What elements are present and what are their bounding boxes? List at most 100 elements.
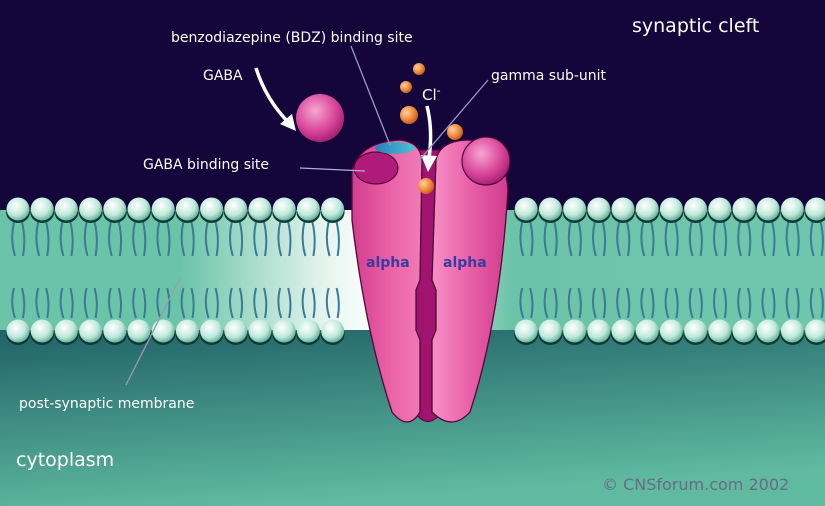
lipid-head (514, 197, 538, 221)
lipid-tail (253, 221, 268, 257)
cytoplasm-label: cytoplasm (16, 449, 114, 471)
lipid-head (563, 319, 587, 343)
lipid-head (175, 197, 199, 221)
lipid-tail (156, 221, 171, 257)
gaba-site-leader-line (299, 167, 366, 172)
lipid-head (103, 197, 127, 221)
lipid-tail (325, 221, 340, 257)
lipid-tail (59, 287, 74, 319)
lipid-head (732, 197, 756, 221)
chloride-ion (400, 81, 412, 93)
lipid-tail (640, 287, 655, 319)
lipid-tail (809, 287, 824, 319)
gaba-a-receptor: alpha alpha (351, 136, 511, 423)
lipid-head (635, 319, 659, 343)
lipid-tail (204, 287, 219, 319)
lipid-head (30, 319, 54, 343)
lipid-tail (543, 287, 558, 319)
chloride-ion (400, 106, 418, 124)
lipid-head (587, 319, 611, 343)
lipid-head (756, 319, 780, 343)
chloride-arrowhead-icon (421, 155, 437, 172)
lipid-head (30, 197, 54, 221)
chloride-ions (400, 63, 463, 194)
lipid-tail (229, 221, 244, 257)
lipid-head (684, 319, 708, 343)
membrane-leader-line (125, 277, 181, 386)
lipid-tail (35, 287, 50, 319)
lipid-head (514, 319, 538, 343)
lipid-head (6, 197, 30, 221)
lipid-head (805, 197, 825, 221)
lipid-tail (253, 287, 268, 319)
lipid-head (780, 197, 804, 221)
lipid-head (127, 319, 151, 343)
lipid-head (780, 319, 804, 343)
chloride-arrow-icon (425, 105, 433, 159)
gamma-subunit-label: gamma sub-unit (491, 68, 607, 84)
gaba-binding-site (353, 151, 399, 185)
lipid-tail (761, 221, 776, 257)
lipid-tail (737, 221, 752, 257)
lipid-head (684, 197, 708, 221)
lipid-head (79, 197, 103, 221)
copyright-label: © CNSforum.com 2002 (602, 475, 789, 494)
lipid-tail (108, 287, 123, 319)
lipid-tail (11, 287, 26, 319)
lipid-tail (688, 221, 703, 257)
lipid-head (659, 197, 683, 221)
lipid-head (54, 197, 78, 221)
lipid-tail (83, 221, 98, 257)
lipid-tail (809, 221, 824, 257)
lipid-tail (761, 287, 776, 319)
lipid-tail (59, 221, 74, 257)
lipid-head (538, 319, 562, 343)
chloride-ion (413, 63, 425, 75)
bdz-site-label: benzodiazepine (BDZ) binding site (171, 30, 413, 46)
gaba-arrowhead-icon (280, 114, 296, 131)
lipid-head (224, 319, 248, 343)
alpha-subunit-right (431, 139, 509, 423)
lipid-tail (83, 287, 98, 319)
lipid-tail (325, 287, 340, 319)
lipid-tail (108, 221, 123, 257)
lipid-tail (567, 287, 582, 319)
lipid-head (296, 197, 320, 221)
lipid-head (272, 197, 296, 221)
lipid-head (563, 197, 587, 221)
lipid-tail (180, 221, 195, 257)
lipid-head (321, 197, 345, 221)
membrane-label: post-synaptic membrane (19, 396, 194, 412)
lipid-tail (301, 287, 316, 319)
lipid-head (611, 197, 635, 221)
alpha-subunit-left (351, 139, 423, 423)
bound-gaba-molecule (461, 136, 511, 186)
lipid-tail (11, 221, 26, 257)
lipid-tail (785, 287, 800, 319)
lipid-head (635, 197, 659, 221)
lipid-tail (229, 287, 244, 319)
lipid-tail (616, 221, 631, 257)
gaba-label: GABA (203, 68, 243, 84)
lipid-tail (301, 221, 316, 257)
lipid-head (200, 197, 224, 221)
lipid-tail (737, 287, 752, 319)
lipid-head (79, 319, 103, 343)
lipid-tail (785, 221, 800, 257)
lipid-tail (688, 287, 703, 319)
lipid-head (272, 319, 296, 343)
lipid-tail (519, 287, 534, 319)
lipid-head (708, 319, 732, 343)
lipid-head (708, 197, 732, 221)
lipid-head (659, 319, 683, 343)
lipid-tail (277, 221, 292, 257)
lipid-head (805, 319, 825, 343)
lipid-tail (132, 287, 147, 319)
lipid-head (732, 319, 756, 343)
gaba-binding-site-label: GABA binding site (143, 157, 269, 173)
bdz-leader-line (350, 45, 391, 146)
lipid-head (127, 197, 151, 221)
lipid-tail (592, 287, 607, 319)
lipid-tail (616, 287, 631, 319)
